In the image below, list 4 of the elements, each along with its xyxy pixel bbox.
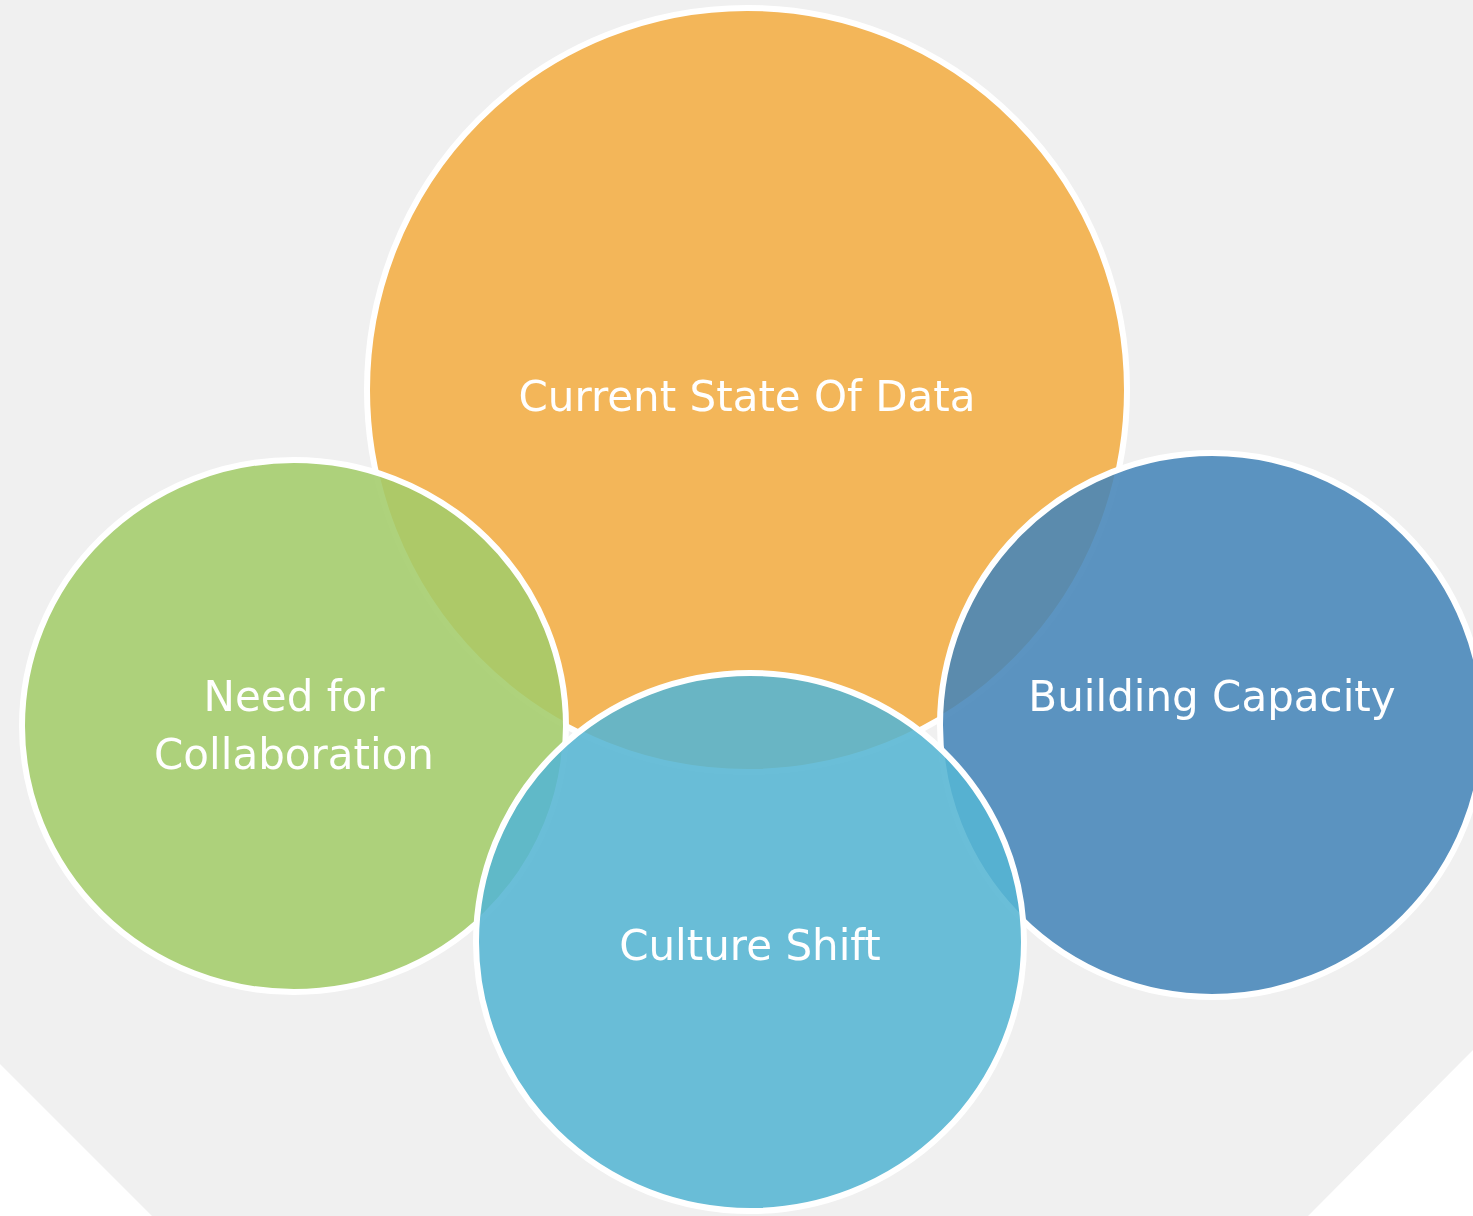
circle-label: Culture Shift [618,920,882,972]
circle-label: Need for Collaboration [153,671,435,781]
circle-label: Building Capacity [1027,671,1397,723]
circle-label: Current State Of Data [517,371,977,423]
